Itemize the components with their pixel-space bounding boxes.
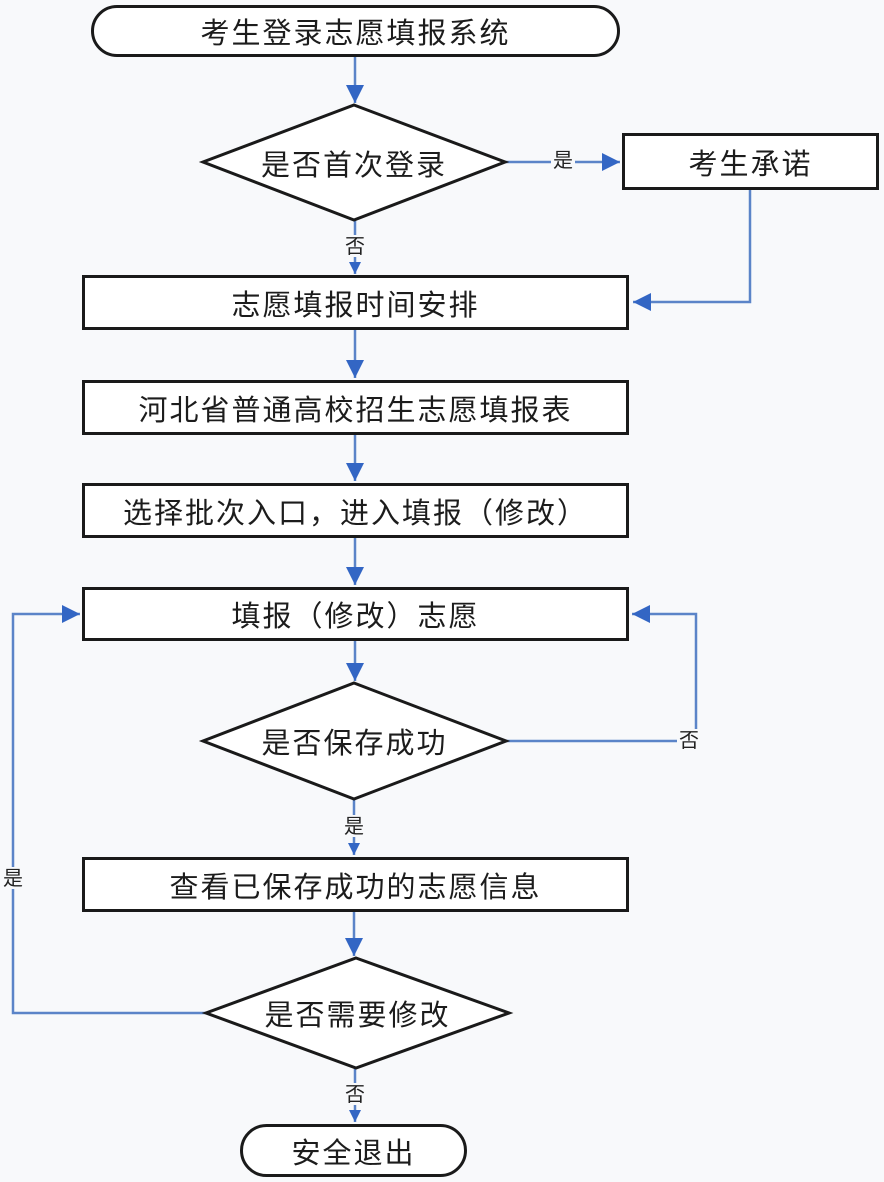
edge-saved-no-loop-to-fill xyxy=(506,605,698,743)
edge-modify-yes-loop-to-fill xyxy=(11,605,206,1015)
node-start-login-system: 考生登录志愿填报系统 xyxy=(91,5,620,57)
edge-label-first-login-no: 否 xyxy=(343,234,367,258)
node-candidate-commitment: 考生承诺 xyxy=(622,133,879,190)
decision-diamond-need-modify xyxy=(201,956,514,1070)
decision-diamond-first-login xyxy=(198,103,510,222)
edge-label-saved-yes: 是 xyxy=(342,814,366,838)
node-batch-entry: 选择批次入口，进入填报（修改） xyxy=(82,483,629,538)
node-schedule: 志愿填报时间安排 xyxy=(82,275,629,330)
node-safe-exit: 安全退出 xyxy=(240,1124,467,1177)
node-need-modify-decision: 是否需要修改 xyxy=(264,998,451,1032)
node-fill-modify: 填报（修改）志愿 xyxy=(82,587,629,641)
edge-label-saved-no: 否 xyxy=(677,728,701,752)
node-application-form: 河北省普通高校招生志愿填报表 xyxy=(82,380,629,435)
edge-label-first-login-yes: 是 xyxy=(551,148,575,172)
node-view-saved-info: 查看已保存成功的志愿信息 xyxy=(82,857,629,912)
node-first-login-decision: 是否首次登录 xyxy=(260,147,447,182)
decision-diamond-save-success xyxy=(198,681,511,801)
edge-label-modify-yes: 是 xyxy=(1,866,25,890)
node-save-success-decision: 是否保存成功 xyxy=(261,726,448,760)
edge-commitment-to-schedule xyxy=(633,190,752,311)
edge-label-modify-no: 否 xyxy=(343,1082,367,1106)
